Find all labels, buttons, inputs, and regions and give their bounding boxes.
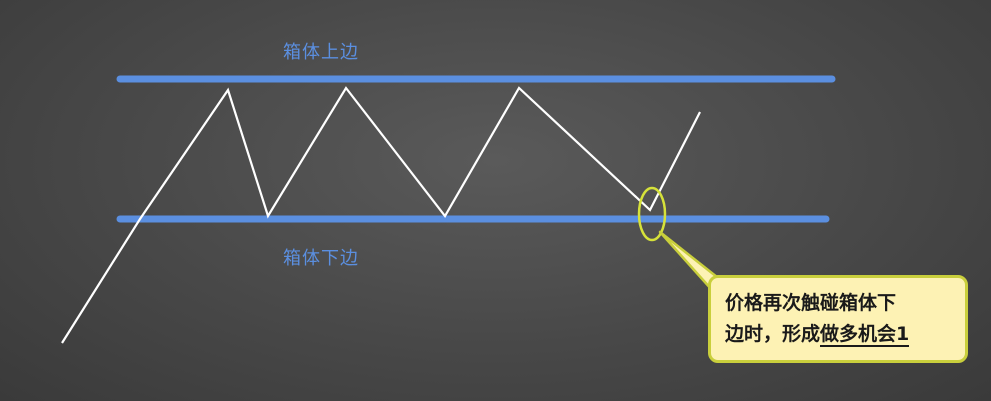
price-path	[61, 86, 701, 344]
upper-band-label: 箱体上边	[283, 42, 359, 63]
lower-band-label: 箱体下边	[283, 248, 359, 269]
callout-line-2: 边时，形成做多机会1	[725, 319, 953, 350]
callout-line-1: 价格再次触碰箱体下	[725, 292, 897, 314]
callout-box: 价格再次触碰箱体下 边时，形成做多机会1	[708, 275, 968, 363]
touch-point-highlight	[637, 186, 667, 242]
callout-emphasis: 做多机会1	[820, 323, 910, 347]
callout-line-2-prefix: 边时，形成	[725, 323, 821, 345]
